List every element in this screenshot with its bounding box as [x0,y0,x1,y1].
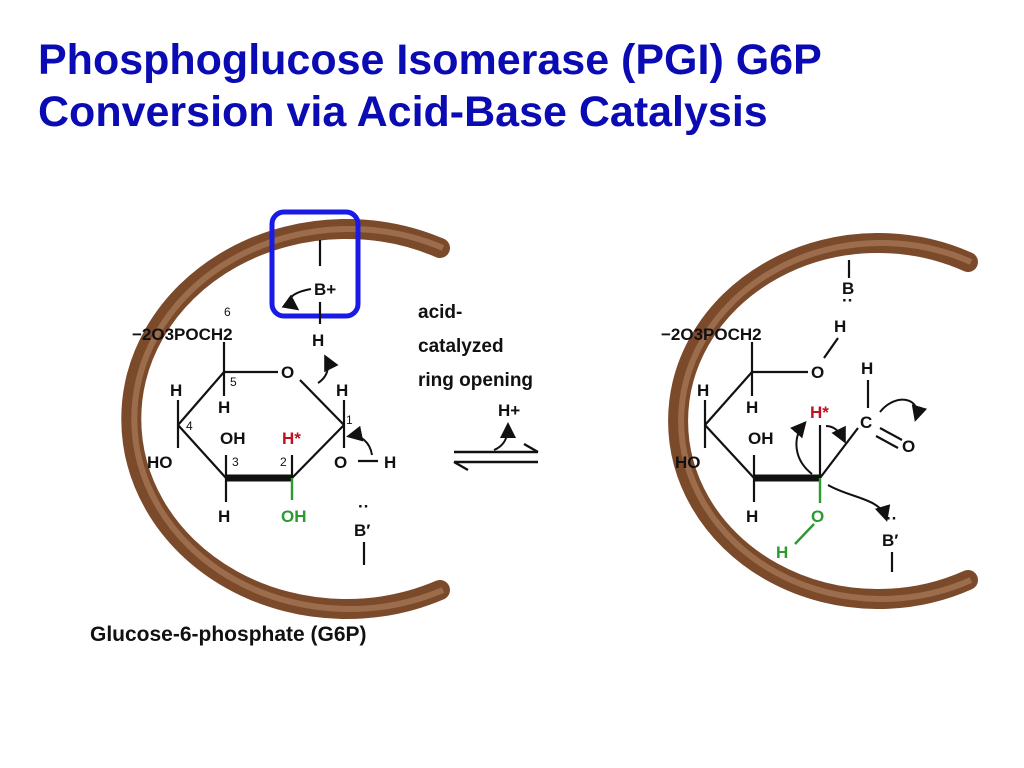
base-b-plus: B+ [314,280,336,299]
left-enzyme-pocket [121,219,450,619]
aldehyde-hydrogen: H [861,359,873,378]
base-b-prime: B′ [354,521,370,540]
base-b: B [842,279,854,298]
o5-oxygen: O [811,363,824,382]
curved-arrow-icon [879,398,928,422]
highlight-box [269,209,361,319]
condition-line-3: ring opening [418,370,533,391]
right-enzyme-pocket [668,233,978,609]
base-b-prime-right: B′ [882,531,898,550]
lone-pair-dots: ·· [358,497,369,516]
c3-hydrogen-down: H [218,507,230,526]
c2-hydrogen-star-right: H* [810,403,829,422]
curved-arrow-icon [825,425,846,444]
c1-oh-hydrogen: H [384,453,396,472]
hydroxyl-hydrogen: H [834,317,846,336]
c5-hydrogen: H [218,398,230,417]
aldehyde-oxygen: O [902,437,915,456]
title-line-1: Phosphoglucose Isomerase (PGI) G6P [38,36,822,84]
carbon-1-number: 1 [346,413,353,427]
phosphate-group: −2O3POCH2 [132,325,233,344]
title-line-2: Conversion via Acid-Base Catalysis [38,88,768,136]
equilibrium-arrow-icon [453,442,539,472]
aldehyde-carbon: C [860,413,872,432]
lone-pair-dots: ·· [886,509,897,528]
c4-hydrogen-right: H [697,381,709,400]
condition-line-2: catalyzed [418,336,504,357]
c1-hydrogen: H [336,381,348,400]
c5-hydrogen-right: H [746,398,758,417]
right-skeleton [703,337,903,502]
c2-hydroxyl: OH [281,507,307,526]
lone-pair-dots: ·· [842,291,853,310]
g6p-caption: Glucose-6-phosphate (G6P) [90,623,367,646]
c4-hydroxyl: HO [147,453,173,472]
c2-hydrogen-star: H* [282,429,301,448]
reaction-condition-label: acid- catalyzed ring opening H+ [418,302,533,420]
curved-arrow-icon [317,354,339,384]
curved-arrow-icon [493,422,516,451]
curved-arrow-icon [790,420,813,475]
carbon-5-number: 5 [230,375,237,389]
c4-hydrogen: H [170,381,182,400]
curved-arrow-icon [281,288,312,311]
slide-title: Phosphoglucose Isomerase (PGI) G6P Conve… [38,34,998,138]
ring-oxygen: O [281,363,294,382]
h-on-base: H [312,331,324,350]
proton: H+ [498,401,520,420]
carbon-6-number: 6 [224,305,231,319]
carbon-4-number: 4 [186,419,193,433]
condition-line-1: acid- [418,302,462,323]
c2-oxygen-right: O [811,507,824,526]
carbon-3-number: 3 [232,455,239,469]
c3-hydroxyl-right: OH [748,429,774,448]
phosphate-group-right: −2O3POCH2 [661,325,762,344]
c4-hydroxyl-right: HO [675,453,701,472]
carbon-2-number: 2 [280,455,287,469]
c3-hydrogen-down-right: H [746,507,758,526]
c2-oxygen-hydrogen-right: H [776,543,788,562]
c3-hydroxyl: OH [220,429,246,448]
left-ring-skeleton [176,342,378,502]
curved-arrow-icon [346,425,373,456]
c1-oxygen: O [334,453,347,472]
curved-arrow-icon [827,484,891,522]
